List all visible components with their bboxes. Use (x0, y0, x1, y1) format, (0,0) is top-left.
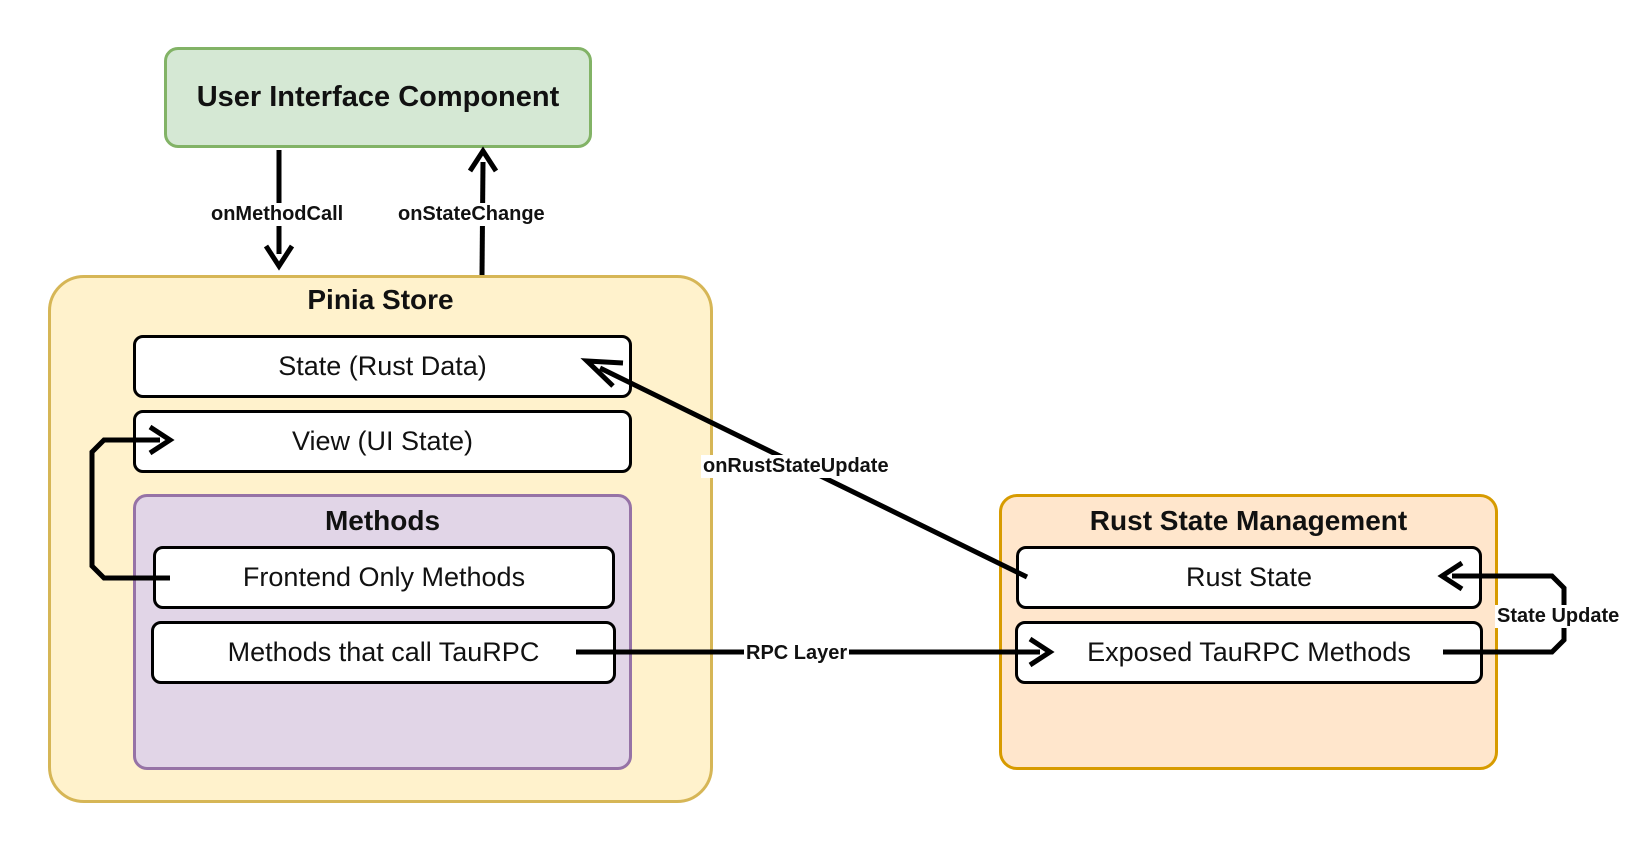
rust-state-management-title: Rust State Management (1089, 505, 1408, 536)
pinia-store-title: Pinia Store (307, 284, 454, 315)
on-method-call-label: onMethodCall (209, 203, 346, 226)
frontend-only-methods-node: Frontend Only Methods (153, 546, 615, 609)
frontend-to-view-edge (89, 424, 175, 581)
taurpc-methods-node: Methods that call TauRPC (151, 621, 616, 684)
state-rust-data-node: State (Rust Data) (133, 335, 632, 398)
rpc-layer-label: RPC Layer (744, 642, 850, 665)
ui-component-node: User Interface Component (164, 47, 592, 148)
view-ui-state-node: View (UI State) (133, 410, 632, 473)
on-method-call-edge (263, 150, 295, 271)
methods-title: Methods (324, 505, 441, 536)
state-update-label: State Update (1495, 605, 1622, 628)
on-rust-state-update-label: onRustStateUpdate (701, 455, 891, 478)
on-state-change-label: onStateChange (396, 203, 547, 226)
rust-state-node: Rust State (1016, 546, 1482, 609)
